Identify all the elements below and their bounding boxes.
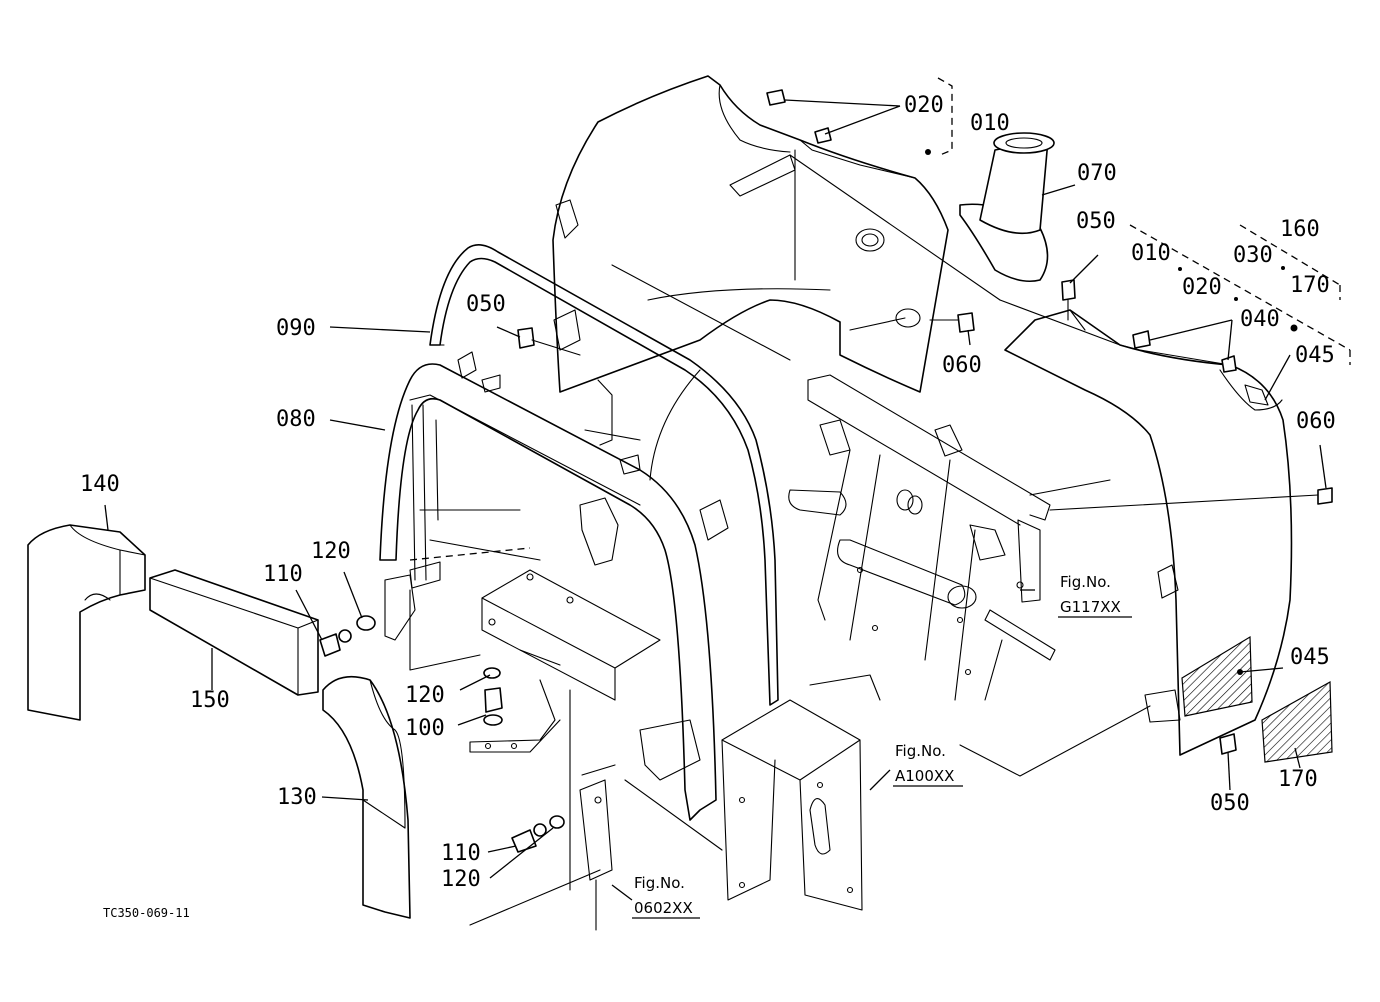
group-brackets [937,77,1351,365]
figure-ref-underlines [632,616,1132,919]
support-frame-a100 [469,674,881,926]
frame-080 [379,351,729,821]
fig-ref-a100-line2: A100XX [895,767,954,785]
filler-150 [149,569,319,696]
part-label-130: 130 [277,785,317,810]
part-label-010: 010 [1131,241,1171,266]
part-label-050: 050 [466,292,506,317]
fig-ref-g117-line2: G117XX [1060,598,1121,616]
part-label-150: 150 [190,688,230,713]
part-label-030: 030 [1233,243,1273,268]
part-label-170: 170 [1278,767,1318,792]
filler-130 [322,675,411,919]
fig-ref-0602-line2: 0602XX [634,899,693,917]
part-label-020: 020 [1182,275,1222,300]
fig-ref-g117-line1: Fig.No. [1060,573,1111,591]
part-label-070: 070 [1077,161,1117,186]
base-bracket [409,547,661,931]
part-label-045: 045 [1295,343,1335,368]
chassis-g117 [788,374,1056,701]
leader-lines [104,99,1327,901]
marker-dot [1178,267,1182,271]
decal-170 [1261,680,1333,763]
marker-dot [1290,324,1298,332]
part-label-050: 050 [1210,791,1250,816]
frame-090 [429,244,779,706]
part-label-090: 090 [276,316,316,341]
part-label-060: 060 [1296,409,1336,434]
marker-dot [1234,297,1238,301]
part-label-120: 120 [405,683,445,708]
part-label-020: 020 [904,93,944,118]
marker-dot [1237,669,1243,675]
marker-dot [1281,266,1285,270]
decal-045 [1181,635,1253,717]
part-labels: 020 010 070 050 160 010 030 020 170 040 … [80,93,1336,892]
part-label-120: 120 [441,867,481,892]
part-label-110: 110 [263,562,303,587]
part-label-120: 120 [311,539,351,564]
part-label-170: 170 [1290,273,1330,298]
part-label-060: 060 [942,353,982,378]
fig-ref-0602-line1: Fig.No. [634,874,685,892]
part-label-100: 100 [405,716,445,741]
marker-dot [925,149,931,155]
part-label-080: 080 [276,407,316,432]
assembly-lines [419,154,1319,777]
part-label-110: 110 [441,841,481,866]
part-label-010: 010 [970,111,1010,136]
holder-070 [959,132,1055,283]
filler-140 [27,524,146,721]
figure-refs: Fig.No. G117XX Fig.No. A100XX Fig.No. 06… [634,573,1121,917]
part-label-050: 050 [1076,209,1116,234]
part-label-160: 160 [1280,217,1320,242]
part-label-040: 040 [1240,307,1280,332]
part-label-140: 140 [80,472,120,497]
bonnet-left-panel [552,75,949,393]
part-label-045: 045 [1290,645,1330,670]
drawing-code: TC350-069-11 [103,906,190,920]
fig-ref-a100-line1: Fig.No. [895,742,946,760]
